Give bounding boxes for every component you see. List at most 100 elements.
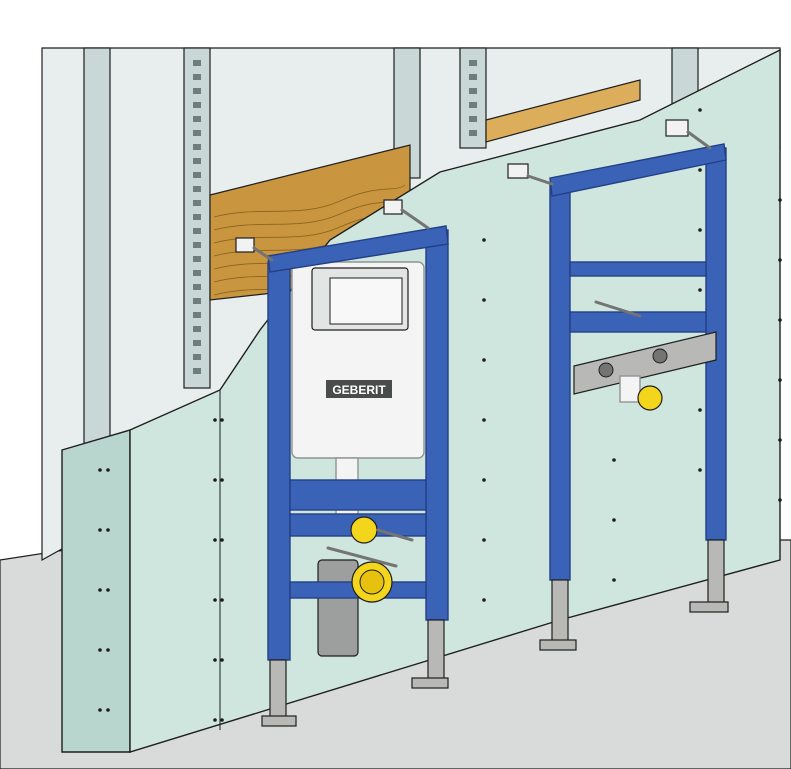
drywall-screw bbox=[220, 478, 224, 482]
drywall-screw bbox=[106, 708, 110, 712]
drywall-screw bbox=[778, 378, 782, 382]
wood-backing-board-right bbox=[485, 79, 641, 143]
drywall-screw bbox=[213, 478, 217, 482]
drywall-screw bbox=[612, 518, 616, 522]
wall-anchor-basin-right bbox=[665, 119, 712, 150]
wall-anchor-wc-right bbox=[383, 199, 430, 230]
stud-slot bbox=[469, 130, 477, 136]
drain-pipe bbox=[317, 559, 359, 657]
drywall-screw bbox=[778, 498, 782, 502]
stud-slot bbox=[193, 312, 201, 318]
basin-drain-pipe bbox=[619, 375, 641, 403]
drywall-screw bbox=[482, 298, 486, 302]
drywall-screw bbox=[698, 288, 702, 292]
drywall-screw bbox=[106, 588, 110, 592]
mounting-rail bbox=[573, 331, 717, 395]
wall-anchor-wc-left bbox=[235, 237, 274, 262]
fitting-left bbox=[598, 362, 614, 378]
logo-badge bbox=[326, 380, 392, 398]
wc-frame-left-upright bbox=[267, 261, 291, 661]
basin-foot-right bbox=[707, 539, 725, 605]
wc-foot-left-base bbox=[261, 715, 297, 727]
drywall-screw bbox=[213, 538, 217, 542]
drywall-screw bbox=[778, 258, 782, 262]
drywall-screws bbox=[98, 108, 782, 722]
stud-slot bbox=[193, 200, 201, 206]
stud-slot bbox=[193, 186, 201, 192]
drywall-screw bbox=[98, 648, 102, 652]
drywall-screw bbox=[220, 658, 224, 662]
stud-slots bbox=[193, 60, 477, 374]
stud-slot bbox=[193, 214, 201, 220]
stud-slot bbox=[193, 326, 201, 332]
drywall-screw bbox=[106, 468, 110, 472]
stud-slot bbox=[193, 340, 201, 346]
drywall-screw bbox=[482, 358, 486, 362]
stud-slot bbox=[193, 144, 201, 150]
stud-slot bbox=[193, 74, 201, 80]
wc-frame: GEBERIT bbox=[235, 199, 449, 727]
drywall-screw bbox=[98, 528, 102, 532]
stud-slot bbox=[193, 368, 201, 374]
stud-slot bbox=[469, 60, 477, 66]
stud-slot bbox=[193, 88, 201, 94]
basin-frame-top-bar bbox=[549, 143, 727, 197]
bolt-rod-1 bbox=[376, 528, 414, 542]
drywall-screw bbox=[482, 238, 486, 242]
drywall-screw bbox=[698, 408, 702, 412]
drywall-screw bbox=[213, 658, 217, 662]
wall-anchor-basin-left bbox=[507, 163, 554, 186]
stud-slot bbox=[193, 102, 201, 108]
stud-slot bbox=[469, 74, 477, 80]
stud-slot bbox=[193, 256, 201, 262]
stud-slot bbox=[193, 298, 201, 304]
stud-1 bbox=[83, 47, 111, 449]
drywall-screw bbox=[213, 598, 217, 602]
stud-slot bbox=[193, 130, 201, 136]
basin-foot-left-base bbox=[539, 639, 577, 651]
wc-frame-top-bar bbox=[267, 225, 449, 273]
drywall-screw bbox=[698, 108, 702, 112]
drywall-screw bbox=[220, 598, 224, 602]
drywall-screw bbox=[698, 228, 702, 232]
drywall-screw bbox=[220, 418, 224, 422]
stud-slot bbox=[193, 354, 201, 360]
wc-frame-right-upright bbox=[425, 229, 449, 621]
drywall-screw bbox=[213, 418, 217, 422]
stud-slot bbox=[193, 158, 201, 164]
stud-slot bbox=[193, 228, 201, 234]
flush-plate-inner bbox=[329, 277, 403, 325]
bolt-rod-2 bbox=[326, 546, 398, 568]
drywall-screw bbox=[98, 588, 102, 592]
basin-frame-upper-bar bbox=[569, 261, 707, 277]
drywall-screw bbox=[612, 578, 616, 582]
drywall-screw bbox=[778, 438, 782, 442]
drain-connector-inner bbox=[359, 569, 385, 595]
stud-slot bbox=[469, 102, 477, 108]
brand-logo: GEBERIT bbox=[332, 383, 386, 397]
drywall-screw bbox=[482, 418, 486, 422]
stud-slot bbox=[193, 242, 201, 248]
stud-slot bbox=[469, 88, 477, 94]
wc-foot-left bbox=[269, 659, 287, 719]
drywall-screw bbox=[698, 468, 702, 472]
drywall-screw bbox=[220, 538, 224, 542]
drywall-screw bbox=[482, 478, 486, 482]
stud-slot bbox=[193, 60, 201, 66]
basin-frame-left-upright bbox=[549, 181, 571, 581]
basin-foot-right-base bbox=[689, 601, 729, 613]
drywall-screw bbox=[106, 648, 110, 652]
stud-slot bbox=[193, 284, 201, 290]
drywall-screw bbox=[612, 458, 616, 462]
drywall-screw bbox=[98, 468, 102, 472]
drywall-screw bbox=[213, 718, 217, 722]
drywall-screw bbox=[778, 198, 782, 202]
stud-slot bbox=[193, 172, 201, 178]
drywall-lower-left bbox=[61, 429, 131, 753]
wc-frame-mid-bar bbox=[289, 479, 427, 511]
drywall-screw bbox=[778, 318, 782, 322]
basin-foot-left bbox=[551, 579, 569, 643]
stud-slot bbox=[193, 116, 201, 122]
stud-slot bbox=[193, 270, 201, 276]
